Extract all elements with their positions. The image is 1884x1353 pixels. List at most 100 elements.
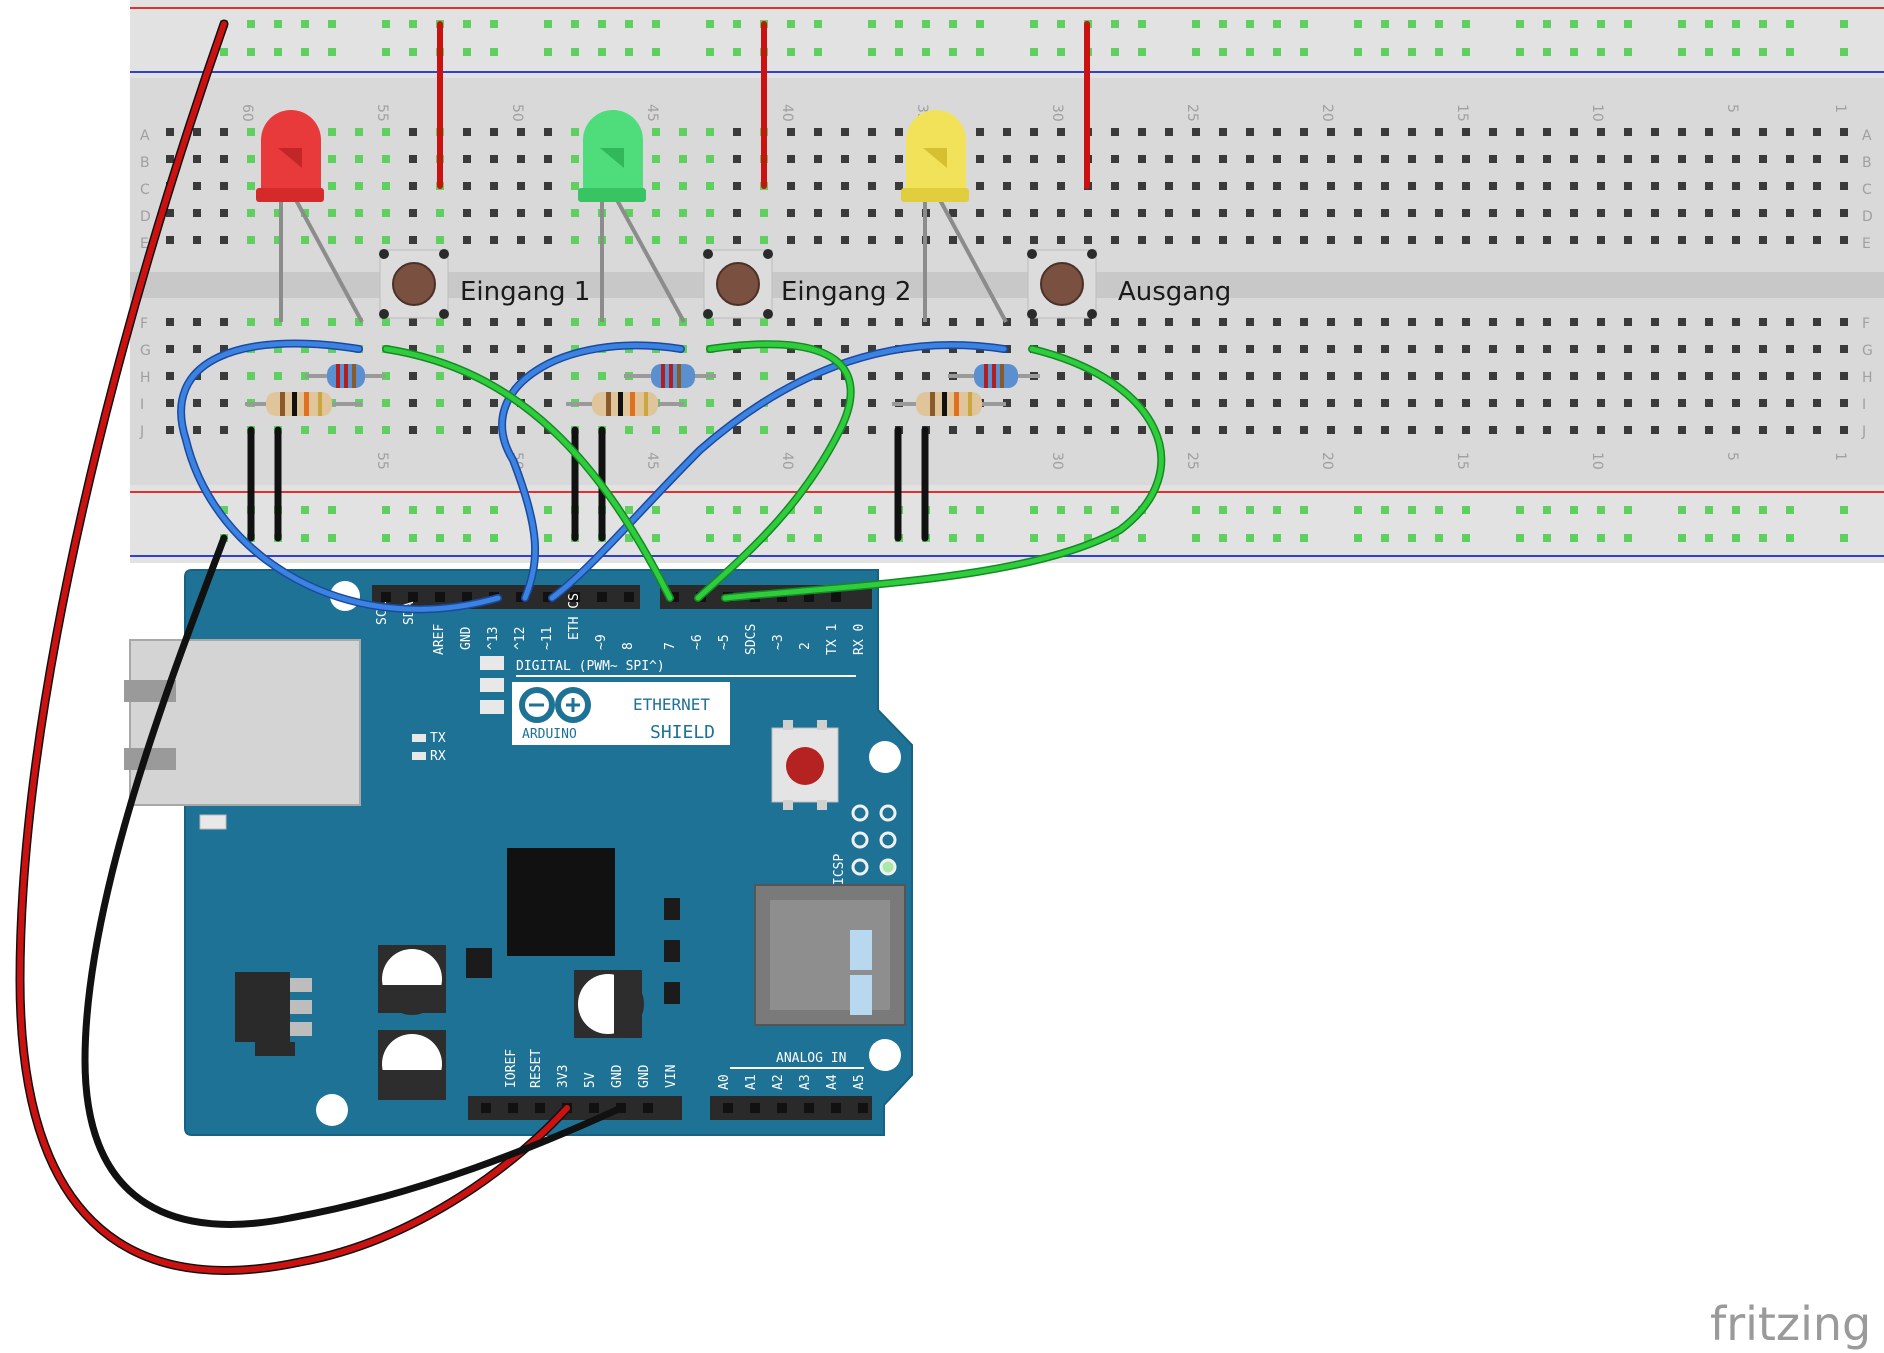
svg-text:A2: A2 (771, 1074, 786, 1090)
svg-text:~3: ~3 (771, 634, 786, 650)
svg-text:A4: A4 (825, 1074, 840, 1090)
svg-text:~11: ~11 (540, 627, 555, 650)
rx-label: RX (430, 749, 446, 764)
svg-text:A3: A3 (798, 1074, 813, 1090)
svg-text:10: 10 (1589, 104, 1605, 122)
fritzing-watermark: fritzing (1710, 1297, 1871, 1351)
svg-text:AREF: AREF (432, 624, 447, 655)
svg-text:30: 30 (1049, 452, 1065, 470)
svg-text:A5: A5 (852, 1074, 867, 1090)
svg-text:45: 45 (644, 452, 660, 470)
svg-text:J: J (1861, 424, 1866, 440)
svg-text:40: 40 (779, 452, 795, 470)
svg-text:J: J (139, 424, 144, 440)
sd-card-slot (754, 884, 906, 1026)
svg-text:G: G (1862, 343, 1873, 359)
svg-text:15: 15 (1454, 452, 1470, 470)
svg-text:A0: A0 (717, 1074, 732, 1090)
svg-text:VIN: VIN (664, 1065, 679, 1088)
ethernet-jack (124, 639, 361, 830)
svg-text:~5: ~5 (717, 634, 732, 650)
svg-text:RESET: RESET (529, 1049, 544, 1088)
svg-text:^13: ^13 (486, 627, 501, 650)
label-eingang-1: Eingang 1 (460, 277, 590, 307)
red-jumper-wires (437, 21, 1090, 189)
svg-text:RX 0: RX 0 (852, 624, 867, 655)
led-yellow (901, 110, 969, 202)
svg-text:H: H (140, 370, 151, 386)
arduino-ethernet-shield: SCL SDA AREF GND ^13 ^12 ~11 ETH CS ~9 8… (124, 569, 913, 1136)
ethernet-chip (507, 848, 615, 956)
row-letters-left: A B C D E F G H I J (139, 128, 151, 440)
push-button-2 (703, 249, 773, 319)
board-name-line1: ETHERNET (633, 695, 710, 714)
svg-text:8: 8 (621, 642, 636, 650)
svg-text:20: 20 (1319, 452, 1335, 470)
wire-black-ground (81, 534, 625, 1228)
svg-text:D: D (140, 209, 151, 225)
resistors (245, 364, 1040, 416)
wire-green-core (383, 341, 1164, 601)
label-eingang-2: Eingang 2 (781, 277, 911, 307)
board-name-line2: SHIELD (650, 722, 715, 743)
svg-text:10: 10 (1589, 452, 1605, 470)
breadboard-holes (166, 20, 1848, 542)
svg-text:~9: ~9 (594, 634, 609, 650)
capacitors (378, 945, 644, 1100)
svg-text:A: A (140, 128, 150, 144)
svg-text:I: I (140, 397, 144, 413)
svg-text:25: 25 (1184, 104, 1200, 122)
svg-text:GND: GND (610, 1064, 625, 1088)
svg-text:B: B (1862, 155, 1872, 171)
push-button-3 (1027, 249, 1097, 319)
svg-text:7: 7 (663, 642, 678, 650)
analog-header-title: ANALOG IN (776, 1051, 846, 1066)
digital-header-title: DIGITAL (PWM~ SPI^) (516, 659, 665, 674)
icsp-header: ICSP (832, 804, 897, 885)
svg-text:15: 15 (1454, 104, 1470, 122)
arduino-logo-icon (519, 687, 591, 723)
svg-text:D: D (1862, 209, 1873, 225)
svg-text:1: 1 (1832, 104, 1848, 113)
wire-red-power-core (16, 21, 570, 1274)
svg-text:30: 30 (1049, 104, 1065, 122)
push-button-1 (379, 249, 449, 319)
svg-text:45: 45 (644, 104, 660, 122)
svg-text:G: G (140, 343, 151, 359)
svg-text:ETH CS: ETH CS (567, 593, 582, 640)
svg-text:C: C (140, 182, 150, 198)
svg-text:25: 25 (1184, 452, 1200, 470)
row-letters-right: A B C D E F G H I J (1861, 128, 1873, 440)
svg-text:55: 55 (374, 104, 390, 122)
svg-text:1: 1 (1832, 452, 1848, 461)
logo-text: ARDUINO (522, 727, 577, 742)
svg-text:^12: ^12 (513, 627, 528, 650)
svg-text:GND: GND (637, 1064, 652, 1088)
svg-text:H: H (1862, 370, 1873, 386)
svg-text:SDCS: SDCS (744, 624, 759, 655)
svg-text:C: C (1862, 182, 1872, 198)
led-red (256, 110, 324, 202)
svg-text:A1: A1 (744, 1074, 759, 1090)
svg-text:40: 40 (779, 104, 795, 122)
svg-text:E: E (140, 236, 149, 252)
led-green (578, 110, 646, 202)
svg-text:2: 2 (798, 642, 813, 650)
svg-text:TX 1: TX 1 (825, 624, 840, 655)
svg-text:I: I (1862, 397, 1866, 413)
reset-button (771, 720, 839, 810)
svg-text:B: B (140, 155, 150, 171)
tx-label: TX (430, 731, 446, 746)
wire-blue-core (178, 341, 1007, 612)
svg-text:F: F (140, 316, 148, 332)
svg-text:20: 20 (1319, 104, 1335, 122)
svg-text:GND: GND (459, 626, 474, 650)
analog-pin-labels: A0 A1 A2 A3 A4 A5 (717, 1074, 867, 1090)
svg-text:A: A (1862, 128, 1872, 144)
breadboard: A B C D E F G H I J A B C D E F G H I J … (130, 0, 1884, 563)
svg-text:IOREF: IOREF (504, 1049, 519, 1088)
svg-text:5: 5 (1724, 452, 1740, 461)
led-leads (279, 199, 1008, 323)
svg-text:~6: ~6 (690, 634, 705, 650)
